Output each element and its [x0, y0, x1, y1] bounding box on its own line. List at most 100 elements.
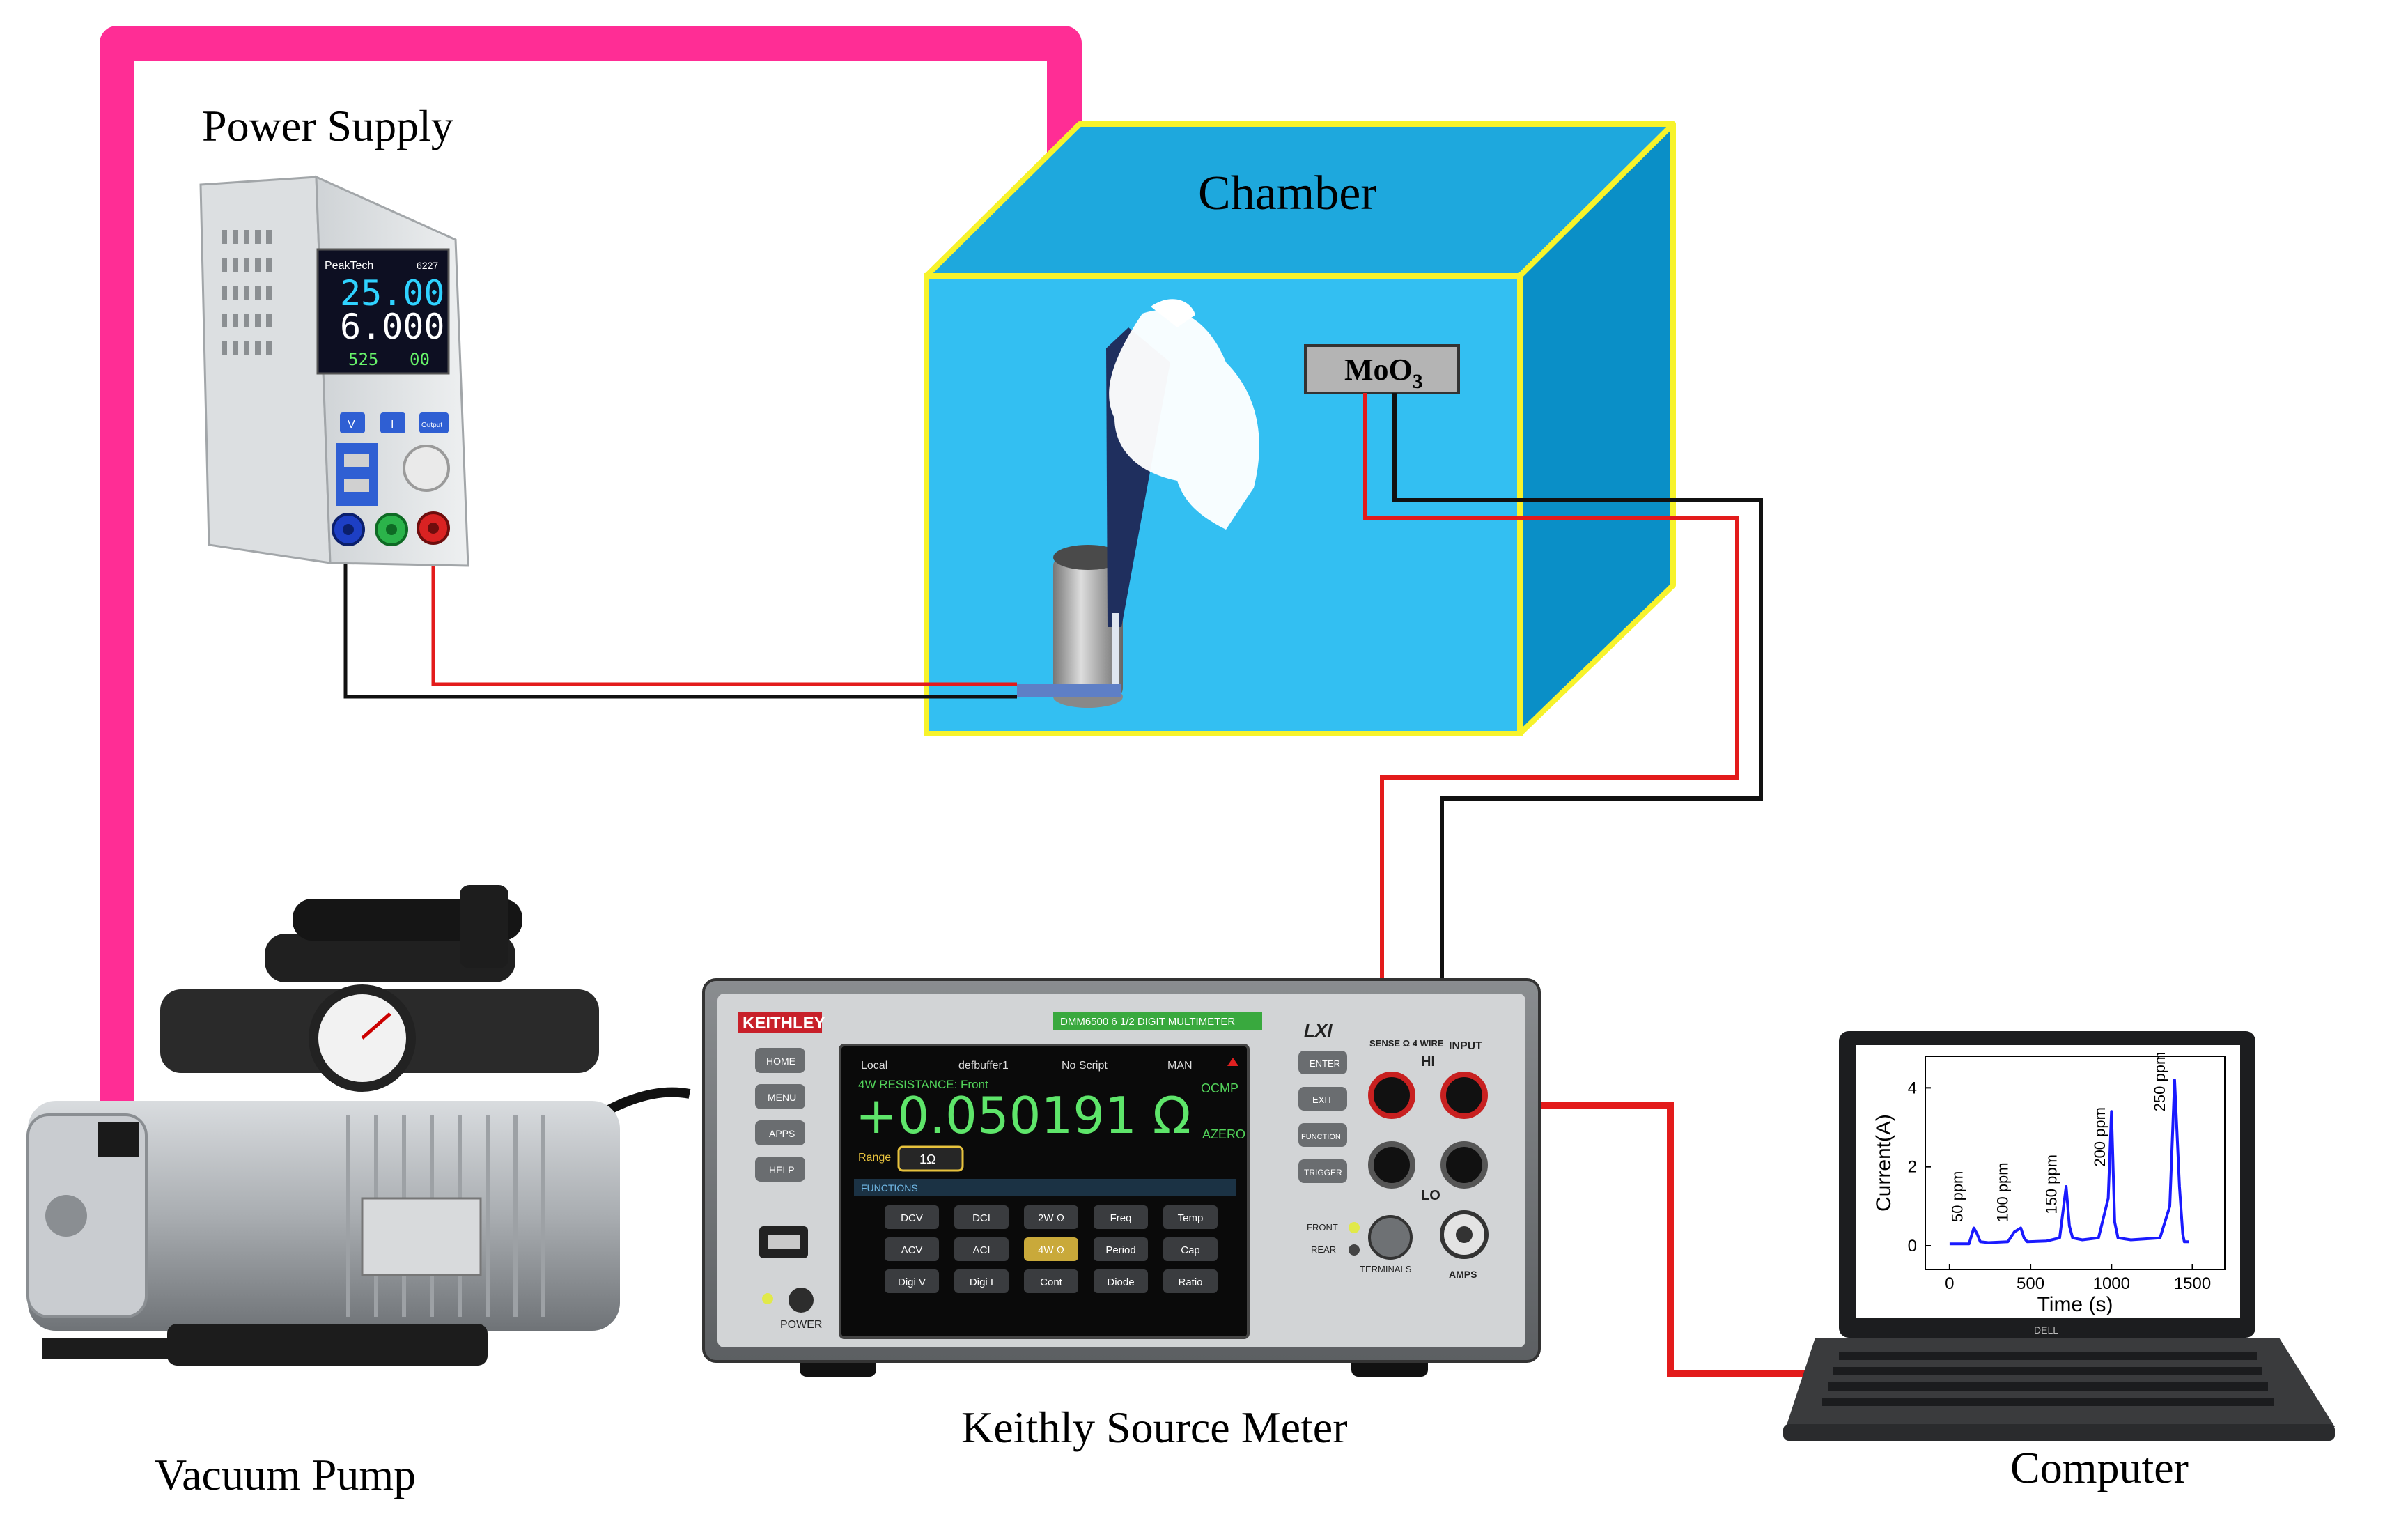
ppm-annotation: 50 ppm [1948, 1171, 1966, 1222]
ps-knob[interactable] [403, 445, 450, 492]
function-key[interactable] [1163, 1269, 1218, 1293]
x-tick-label: 1500 [2174, 1274, 2211, 1293]
function-key-label: 2W Ω [1038, 1212, 1064, 1224]
sample-electrode [1017, 684, 1121, 697]
function-key-label: DCV [901, 1212, 923, 1224]
svg-text:FUNCTIONS: FUNCTIONS [861, 1182, 918, 1194]
sensor-black-wire [1392, 393, 1763, 1229]
function-key[interactable] [1094, 1205, 1148, 1229]
function-key[interactable] [885, 1205, 939, 1229]
wires [343, 393, 1839, 1377]
sensor-red-wire [1363, 393, 1739, 1198]
y-tick-label: 0 [1908, 1237, 1917, 1256]
function-key-label: Ratio [1178, 1276, 1202, 1288]
ps-btn-i[interactable]: I [391, 419, 394, 431]
x-axis-label: Time (s) [2037, 1293, 2113, 1316]
function-key-label: Digi I [970, 1276, 993, 1288]
meter-menu-button[interactable] [755, 1084, 805, 1109]
ps-black-wire [343, 530, 1017, 699]
label-computer: Computer [2010, 1443, 2189, 1492]
svg-text:FRONT: FRONT [1307, 1222, 1338, 1233]
svg-text:LO: LO [1421, 1188, 1440, 1203]
function-key[interactable] [954, 1269, 1009, 1293]
pipette-glove-icon [1106, 299, 1259, 690]
svg-text:HOME: HOME [766, 1056, 795, 1067]
meter-range-button[interactable] [897, 1145, 964, 1172]
meter-power-label: POWER [780, 1319, 822, 1331]
ps-btn-output[interactable]: Output [421, 422, 442, 429]
svg-text:EXIT: EXIT [1312, 1095, 1333, 1105]
function-key-label: 4W Ω [1038, 1244, 1064, 1256]
input-lo-terminal [1440, 1141, 1488, 1189]
meter-help-button[interactable] [755, 1157, 805, 1182]
ps-voltage: 25.00 [340, 273, 445, 314]
function-key[interactable] [1024, 1269, 1078, 1293]
meter-mode-line: 4W RESISTANCE: Front [858, 1078, 988, 1091]
ppm-annotation: 200 ppm [2091, 1107, 2108, 1167]
svg-text:INPUT: INPUT [1449, 1040, 1482, 1052]
svg-text:MoO3: MoO3 [1344, 353, 1423, 393]
function-key[interactable] [1024, 1237, 1078, 1261]
svg-text:APPS: APPS [769, 1128, 795, 1139]
ppm-annotation: 250 ppm [2151, 1052, 2168, 1112]
meter-power-led [762, 1293, 773, 1304]
terminals-button[interactable] [1368, 1215, 1413, 1260]
plot-frame [1925, 1056, 2226, 1270]
power-supply: PeakTech 6227 25.00 6.000 525 00 V I Out… [199, 175, 469, 567]
svg-text:MAN: MAN [1167, 1060, 1193, 1072]
function-key[interactable] [885, 1269, 939, 1293]
meter-trigger-button[interactable] [1298, 1159, 1347, 1183]
function-key[interactable] [885, 1237, 939, 1261]
svg-text:Range: Range [858, 1152, 891, 1164]
sense-lo-terminal [1368, 1141, 1415, 1189]
meter-exit-button[interactable] [1298, 1087, 1347, 1111]
label-source-meter: Keithly Source Meter [961, 1403, 1348, 1452]
function-key[interactable] [1094, 1269, 1148, 1293]
function-key-label: ACV [901, 1244, 923, 1256]
function-key-label: DCI [972, 1212, 991, 1224]
function-key-label: Freq [1110, 1212, 1132, 1224]
svg-text:TERMINALS: TERMINALS [1360, 1264, 1412, 1274]
meter-apps-button[interactable] [755, 1120, 805, 1145]
function-key[interactable] [1024, 1205, 1078, 1229]
meter-power-button[interactable] [789, 1288, 814, 1313]
function-key-label: Period [1105, 1244, 1135, 1256]
function-key[interactable] [1163, 1237, 1218, 1261]
function-key[interactable] [954, 1205, 1009, 1229]
svg-text:TRIGGER: TRIGGER [1304, 1168, 1342, 1177]
x-tick-label: 1000 [2093, 1274, 2130, 1293]
svg-text:MENU: MENU [768, 1092, 796, 1103]
meter-function-button[interactable] [1298, 1123, 1347, 1147]
vacuum-pump [26, 885, 691, 1366]
svg-text:REAR: REAR [1311, 1244, 1336, 1255]
ps-red-wire [431, 530, 1017, 686]
svg-text:FUNCTION: FUNCTION [1301, 1133, 1341, 1141]
function-key[interactable] [1094, 1237, 1148, 1261]
meter-reading: +0.050191 Ω [855, 1086, 1191, 1145]
sensor-box: MoO3 [1304, 344, 1460, 394]
function-key[interactable] [1163, 1205, 1218, 1229]
ps-btn-v[interactable]: V [348, 419, 355, 431]
function-key[interactable] [954, 1237, 1009, 1261]
svg-text:Local: Local [861, 1060, 887, 1072]
x-tick-label: 500 [2017, 1274, 2044, 1293]
function-key-label: ACI [972, 1244, 990, 1256]
ps-usb-current: 00 [410, 350, 430, 369]
ppm-annotation: 150 ppm [2042, 1154, 2060, 1214]
svg-text:SENSE Ω 4 WIRE: SENSE Ω 4 WIRE [1369, 1038, 1444, 1049]
y-tick-label: 4 [1908, 1079, 1917, 1097]
meter-home-button[interactable] [755, 1048, 805, 1073]
meter-enter-button[interactable] [1298, 1051, 1347, 1074]
svg-text:ENTER: ENTER [1310, 1058, 1340, 1069]
meter-right-buttons: ENTER EXIT FUNCTION TRIGGER [1298, 1051, 1347, 1183]
ppm-annotation: 100 ppm [1994, 1162, 2012, 1222]
function-key-label: Cap [1181, 1244, 1200, 1256]
source-meter: KEITHLEY DMM6500 6 1/2 DIGIT MULTIMETER … [702, 978, 1541, 1377]
meter-lxi: LXI [1304, 1020, 1333, 1041]
svg-text:AZERO: AZERO [1202, 1127, 1245, 1141]
ps-brand: PeakTech [325, 260, 373, 272]
ps-model: 6227 [417, 260, 438, 271]
